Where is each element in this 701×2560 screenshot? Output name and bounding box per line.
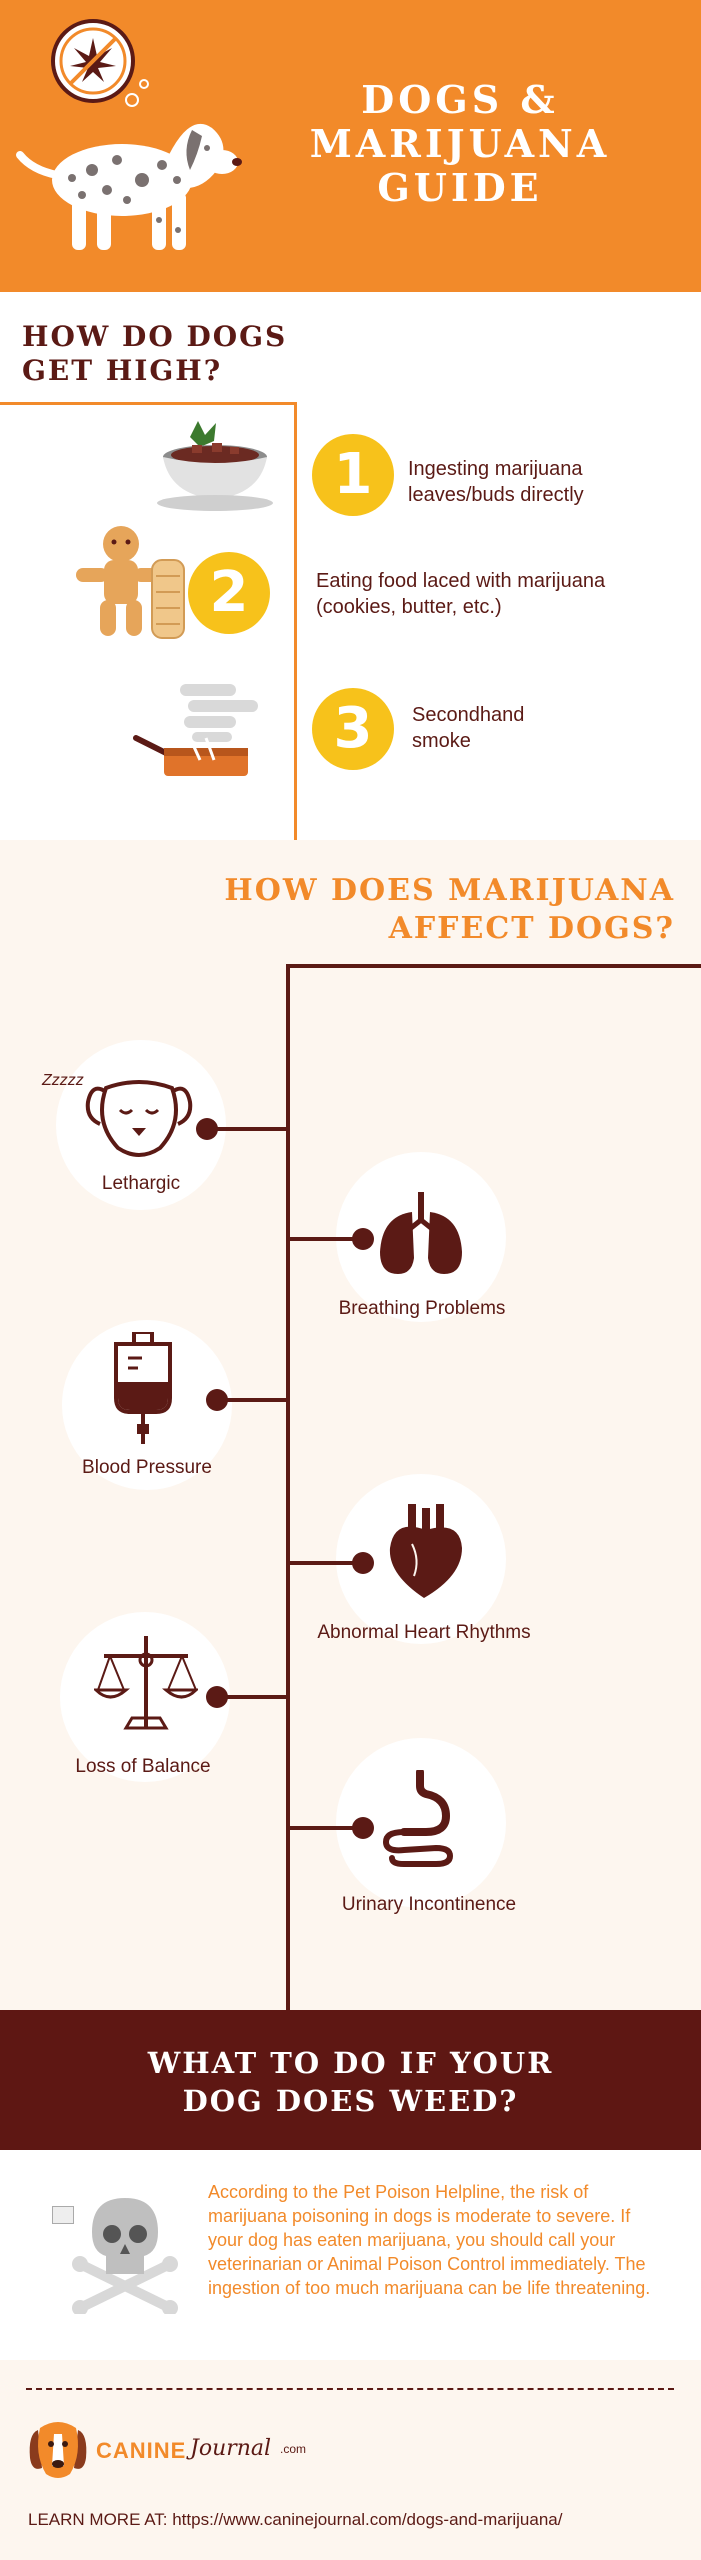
title-line: GUIDE — [377, 165, 543, 210]
heart-icon — [389, 1504, 462, 1598]
connector — [200, 1127, 288, 1131]
no-marijuana-icon — [51, 19, 135, 103]
divider — [0, 402, 296, 405]
skull-crossbones-icon — [72, 2198, 178, 2314]
brand-name-secondary: Journal — [190, 2436, 272, 2461]
bowl-icon — [157, 421, 273, 511]
connector — [288, 1826, 364, 1830]
timeline-trunk — [286, 964, 290, 2010]
symptom-label: Urinary Incontinence — [341, 1894, 517, 1915]
step-text-line: Eating food laced with marijuana — [316, 570, 606, 592]
step-text-line: Secondhand — [412, 704, 525, 726]
section-heading: HOW DOES MARIJUANA AFFECT DOGS? — [224, 872, 675, 948]
connector — [210, 1695, 288, 1699]
section-heading: WHAT TO DO IF YOUR DOG DOES WEED? — [0, 2044, 701, 2120]
section-heading: HOW DO DOGS GET HIGH? — [22, 320, 287, 388]
step-text-line: smoke — [412, 730, 471, 752]
lungs-icon — [380, 1192, 462, 1274]
heading-line: DOG DOES WEED? — [182, 2084, 519, 2118]
symptom-label: Lethargic — [101, 1173, 181, 1194]
step-number-badge: 1 — [312, 434, 394, 516]
connector-dot — [206, 1686, 228, 1708]
step-text: Eating food laced with marijuana (cookie… — [316, 568, 605, 620]
title-line: MARIJUANA — [309, 121, 611, 166]
step-text-line: Ingesting marijuana — [408, 458, 583, 480]
symptom-label: Abnormal Heart Rhythms — [317, 1622, 531, 1643]
header-banner: DOGS & MARIJUANA GUIDE — [0, 0, 701, 292]
step-text-line: (cookies, butter, etc.) — [316, 596, 502, 618]
connector-dot — [196, 1118, 218, 1140]
symptom-label: Breathing Problems — [338, 1298, 506, 1319]
footer: CANINE Journal .com LEARN MORE AT: https… — [0, 2360, 701, 2560]
stomach-icon — [382, 1770, 454, 1867]
connector — [210, 1398, 288, 1402]
what-to-do-banner: WHAT TO DO IF YOUR DOG DOES WEED? — [0, 2010, 701, 2150]
title-line: DOGS & — [361, 77, 559, 122]
dalmatian-dog-icon — [16, 79, 242, 250]
timeline-top-bar — [286, 964, 701, 968]
heading-line: HOW DOES MARIJUANA — [224, 873, 675, 908]
brand-suffix: .com — [280, 2442, 307, 2456]
brand-name-primary: CANINE — [96, 2438, 187, 2463]
zzz-text: Zzzzz — [42, 1072, 84, 1089]
symptom-label: Loss of Balance — [75, 1756, 211, 1777]
divider — [294, 402, 297, 1127]
step-text: Secondhand smoke — [412, 702, 524, 754]
heading-line: WHAT TO DO IF YOUR — [147, 2046, 554, 2080]
heading-line: HOW DO DOGS — [22, 320, 288, 353]
heading-line: AFFECT DOGS? — [388, 911, 675, 946]
sleepy-dog-icon — [85, 1080, 193, 1157]
step-text: Ingesting marijuana leaves/buds directly — [408, 456, 584, 508]
symptom-label: Blood Pressure — [82, 1457, 212, 1478]
learn-more-link[interactable]: LEARN MORE AT: https://www.caninejournal… — [28, 2510, 563, 2529]
connector-dot — [206, 1389, 228, 1411]
page-title: DOGS & MARIJUANA GUIDE — [230, 78, 690, 210]
effects-section: HOW DOES MARIJUANA AFFECT DOGS? Zzzzz Le… — [0, 840, 701, 2010]
connector-dot — [352, 1228, 374, 1250]
iv-bag-icon — [114, 1332, 172, 1444]
connector-dot — [352, 1817, 374, 1839]
beagle-logo-icon — [29, 2422, 87, 2478]
connector-dot — [352, 1552, 374, 1574]
advice-paragraph: According to the Pet Poison Helpline, th… — [208, 2182, 651, 2298]
heading-line: GET HIGH? — [22, 354, 223, 387]
dashed-divider — [26, 2388, 674, 2390]
smoking-pan-icon — [133, 684, 258, 776]
step-number-badge: 2 — [188, 552, 270, 634]
advice-section: According to the Pet Poison Helpline, th… — [0, 2150, 701, 2360]
scales-icon — [94, 1636, 198, 1730]
broken-image-icon — [52, 2206, 74, 2224]
step-text-line: leaves/buds directly — [408, 484, 584, 506]
connector — [288, 1237, 364, 1241]
gingerbread-icon — [76, 526, 185, 639]
how-dogs-get-high-section: HOW DO DOGS GET HIGH? 1 Ingesting mariju… — [0, 292, 701, 1127]
step-number-badge: 3 — [312, 688, 394, 770]
connector — [288, 1561, 364, 1565]
